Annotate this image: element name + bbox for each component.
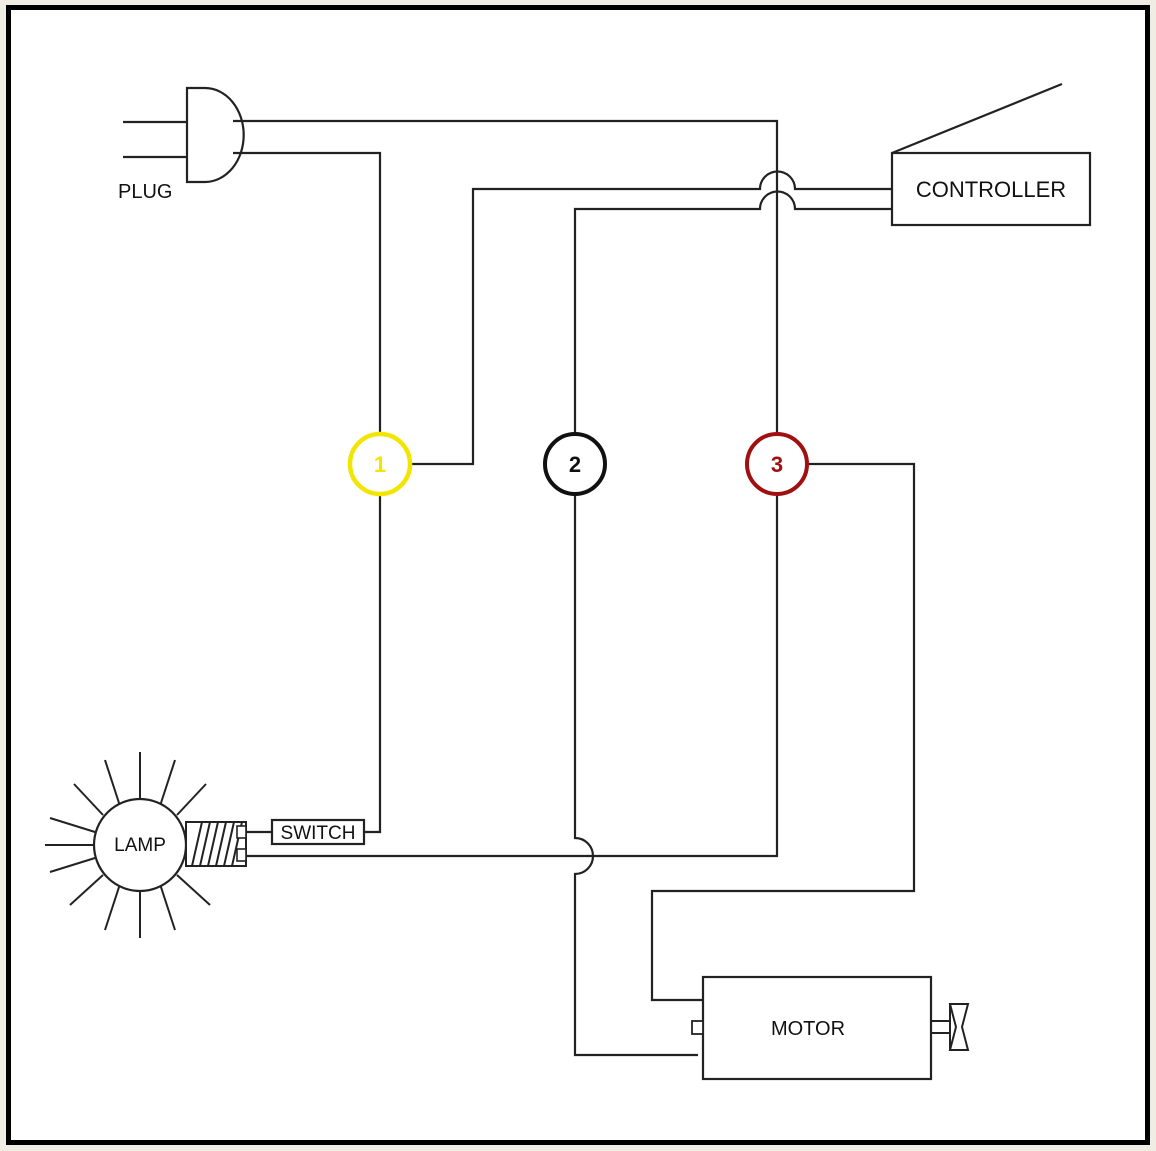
wire-controller-to-node-2 bbox=[573, 190, 892, 434]
switch: SWITCH bbox=[246, 818, 366, 846]
node-2-circle bbox=[543, 432, 607, 496]
motor-label: MOTOR bbox=[771, 1018, 845, 1040]
node-1-label: 1 bbox=[374, 452, 386, 477]
plug-label: PLUG bbox=[118, 181, 172, 203]
node-3: 3 bbox=[745, 432, 809, 496]
diagram-frame: PLUG CONTROLLER 1 2 3 bbox=[6, 5, 1150, 1145]
wire-controller-to-node-1 bbox=[412, 170, 892, 466]
wire-plug-to-node-1 bbox=[233, 151, 382, 434]
lamp-rays bbox=[45, 752, 211, 938]
node-2: 2 bbox=[543, 432, 607, 496]
plug: PLUG bbox=[118, 86, 245, 203]
wire-node-2-to-motor bbox=[573, 494, 698, 1057]
motor: MOTOR bbox=[691, 975, 970, 1081]
wire-plug-to-node-3 bbox=[233, 119, 779, 434]
motor-box bbox=[701, 975, 933, 1081]
wires bbox=[233, 119, 916, 1057]
controller-label: CONTROLLER bbox=[916, 177, 1066, 202]
lamp-socket bbox=[185, 821, 247, 867]
lamp: LAMP bbox=[45, 752, 247, 938]
motor-pulley bbox=[931, 1003, 970, 1051]
node-2-label: 2 bbox=[569, 452, 581, 477]
switch-box bbox=[270, 818, 366, 846]
plug-body bbox=[185, 86, 245, 184]
wire-node-1-to-switch bbox=[365, 494, 382, 834]
wire-node-3-to-lamp bbox=[246, 494, 779, 858]
motor-terminal bbox=[691, 1020, 704, 1035]
node-1-circle bbox=[347, 431, 413, 497]
node-3-label: 3 bbox=[771, 452, 783, 477]
switch-label: SWITCH bbox=[281, 823, 356, 844]
lamp-label: LAMP bbox=[114, 835, 166, 856]
node-3-circle bbox=[745, 432, 809, 496]
node-1: 1 bbox=[347, 431, 413, 497]
controller: CONTROLLER bbox=[890, 82, 1092, 227]
wire-node-3-to-motor bbox=[650, 462, 916, 1002]
controller-antenna bbox=[891, 82, 1063, 155]
